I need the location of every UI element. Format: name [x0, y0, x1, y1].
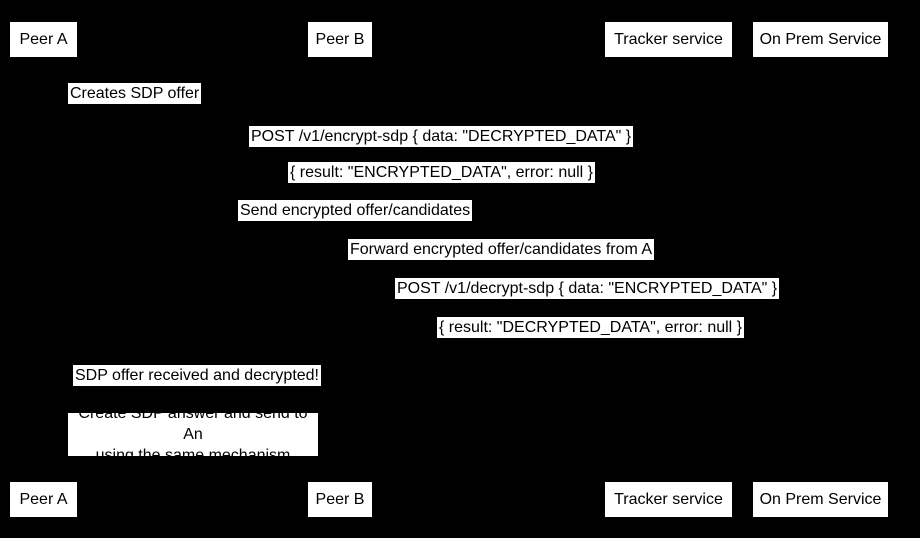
actor-tracker-service-bottom: Tracker service	[605, 482, 732, 517]
message-send-encrypted-offer: Send encrypted offer/candidates	[238, 200, 473, 221]
message-forward-encrypted-offer: Forward encrypted offer/candidates from …	[348, 239, 655, 260]
note-line-1: Create SDP answer and send to An	[78, 405, 308, 443]
actor-peer-a-bottom: Peer A	[10, 482, 77, 517]
actor-peer-b-top: Peer B	[308, 22, 372, 57]
note-line-2: using the same mechanism	[95, 447, 291, 464]
message-post-encrypt-sdp: POST /v1/encrypt-sdp { data: "DECRYPTED_…	[249, 126, 634, 147]
message-encrypt-result: { result: "ENCRYPTED_DATA", error: null …	[288, 162, 596, 183]
note-create-sdp-answer: Create SDP answer and send to An using t…	[68, 405, 318, 464]
actor-on-prem-service-top: On Prem Service	[753, 22, 888, 57]
actor-tracker-service-top: Tracker service	[605, 22, 732, 57]
message-post-decrypt-sdp: POST /v1/decrypt-sdp { data: "ENCRYPTED_…	[395, 278, 780, 299]
message-creates-sdp-offer: Creates SDP offer	[68, 83, 202, 104]
message-decrypt-result: { result: "DECRYPTED_DATA", error: null …	[437, 317, 745, 338]
message-sdp-offer-received: SDP offer received and decrypted!	[73, 365, 321, 386]
actor-peer-a-top: Peer A	[10, 22, 77, 57]
actor-peer-b-bottom: Peer B	[308, 482, 372, 517]
actor-on-prem-service-bottom: On Prem Service	[753, 482, 888, 517]
